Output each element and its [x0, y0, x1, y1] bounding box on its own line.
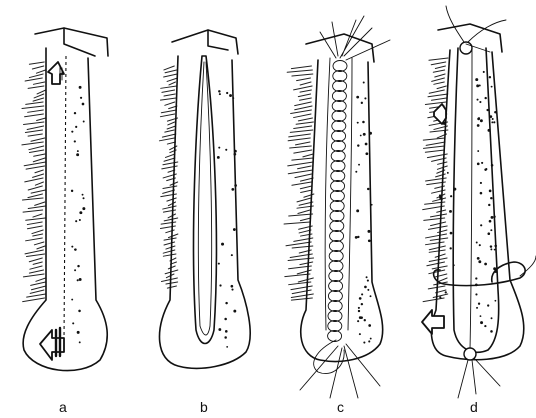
panel-d-label: d: [470, 399, 478, 415]
panel-c-label: c: [337, 399, 344, 415]
panel-d-arrow-large-icon: [422, 310, 444, 334]
panel-c-suture-tails-bottom: [300, 340, 380, 398]
panel-a-incision-line: [64, 56, 66, 340]
panel-a-flap-outline: [23, 48, 107, 371]
panel-b-label: b: [200, 399, 208, 415]
panel-d: d: [422, 6, 536, 415]
panel-a-label: a: [59, 399, 67, 415]
panel-a-arrow-down-icon: [40, 328, 64, 360]
panel-a-stipple: [71, 86, 85, 343]
panel-c-hair-hatching: [284, 66, 314, 300]
panel-c: c: [284, 16, 390, 415]
panel-b-hair-hatching: [159, 66, 177, 288]
panel-b: b: [159, 30, 250, 415]
panel-d-hair-hatching: [423, 58, 448, 302]
panel-c-running-suture: [328, 61, 347, 342]
panel-d-incision-outline: [453, 48, 498, 352]
panel-a: a: [22, 28, 108, 415]
panel-d-flap-outline: [431, 50, 523, 360]
panel-a-hair-hatching: [22, 62, 46, 302]
panel-a-arrow-up-icon: [48, 62, 64, 84]
panel-d-stipple: [439, 71, 497, 333]
panel-b-closed-incision: [194, 56, 217, 344]
